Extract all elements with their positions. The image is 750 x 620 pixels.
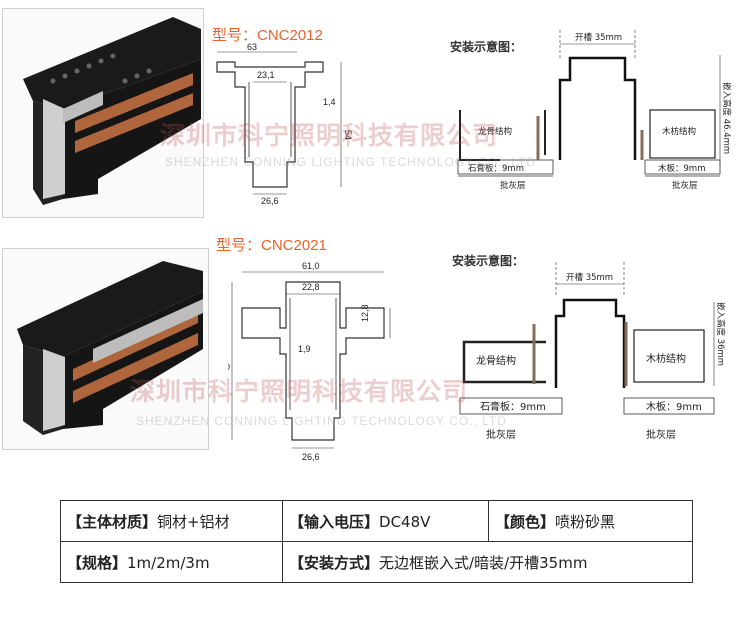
slot-label-2: 开槽 35mm [566,272,613,283]
spec-cell-size: 【规格】1m/2m/3m [60,541,283,583]
install-diagram-1: 开槽 35mm 嵌入高度 46.4mm 龙骨结构 木枋结构 石膏板：9mm 木板… [457,30,732,191]
left-board-label-2: 石膏板：9mm [480,400,546,413]
right-layer-label-1: 批灰层 [672,180,698,191]
spec-val-size: 1m/2m/3m [127,553,210,572]
spec-val-material: 铜材+铝材 [157,512,230,531]
track-rail-image-1 [23,17,201,205]
spec-cell-color: 【颜色】喷粉砂黑 [488,500,693,542]
diagram-title-1: 安装示意图： [450,40,523,54]
profile-drawing-2: 61,0 22,8 50 12,8 1,9 26,6 [228,261,391,462]
watermark-en-2: SHENZHEN CONNING LIGHTING TECHNOLOGY CO.… [136,414,508,428]
dim-wall-2: 1,9 [298,344,311,354]
right-board-label-2: 木板：9mm [646,400,702,413]
dim-top-gap-1: 23,1 [257,70,275,80]
spec-key-voltage: 【输入电压】 [289,512,380,531]
left-layer-label-1: 批灰层 [500,180,526,191]
dim-height-2: 50 [228,362,230,372]
right-struct-label-2: 木枋结构 [646,352,686,365]
product-photo-2 [2,248,209,450]
spec-row-2: 【规格】1m/2m/3m 【安装方式】无边框嵌入式/暗装/开槽35mm [60,541,693,583]
dim-wall-1: 1,4 [323,97,336,107]
spec-cell-voltage: 【输入电压】DC48V [282,500,489,542]
dim-flange-2: 12,8 [360,304,370,322]
model-label-2: 型号：CNC2021 [216,237,327,254]
diagram-title-2: 安装示意图： [452,254,525,268]
spec-val-voltage: DC48V [379,512,431,531]
spec-cell-material: 【主体材质】铜材+铝材 [60,500,283,542]
spec-row-1: 【主体材质】铜材+铝材 【输入电压】DC48V 【颜色】喷粉砂黑 [60,500,693,542]
depth-label-1: 嵌入高度 46.4mm [721,82,732,154]
spec-key-material: 【主体材质】 [67,512,158,531]
spec-cell-install: 【安装方式】无边框嵌入式/暗装/开槽35mm [282,541,693,583]
left-struct-label-1: 龙骨结构 [478,126,512,137]
slot-label-1: 开槽 35mm [575,32,622,43]
dim-bottom-1: 26,6 [261,196,279,206]
spec-key-install: 【安装方式】 [289,553,380,572]
right-layer-label-2: 批灰层 [646,428,676,441]
left-board-label-1: 石膏板：9mm [468,163,524,174]
dim-width-2: 61,0 [302,261,320,271]
dim-height-1: 54 [343,130,353,140]
depth-label-2: 嵌入高度 36mm [715,302,726,366]
spec-key-color: 【颜色】 [495,512,556,531]
profile-drawing-1: 63 23,1 1,4 54 26,6 [216,42,353,206]
spec-table: 【主体材质】铜材+铝材 【输入电压】DC48V 【颜色】喷粉砂黑 【规格】1m/… [60,500,693,583]
watermark-cn-2: 深圳市科宁照明科技有限公司 [130,377,469,406]
spec-val-color: 喷粉砂黑 [555,512,616,531]
left-struct-label-2: 龙骨结构 [476,354,516,367]
watermark-cn-1: 深圳市科宁照明科技有限公司 [160,121,499,150]
product-photo-1 [2,8,204,218]
model-label-1: 型号：CNC2012 [212,27,323,44]
dim-top-gap-2: 22,8 [302,282,320,292]
watermark-en-1: SHENZHEN CONNING LIGHTING TECHNOLOGY CO.… [165,155,537,169]
right-board-label-1: 木板：9mm [658,163,705,174]
spec-val-install: 无边框嵌入式/暗装/开槽35mm [379,553,588,572]
install-diagram-2: 开槽 35mm 嵌入高度 36mm 龙骨结构 木枋结构 石膏板：9mm 木板：9… [459,262,726,441]
dim-width-1: 63 [247,42,257,52]
dim-bottom-2: 26,6 [302,452,320,462]
spec-key-size: 【规格】 [67,553,128,572]
right-struct-label-1: 木枋结构 [662,126,696,137]
left-layer-label-2: 批灰层 [486,428,516,441]
track-rail-image-2 [17,261,203,435]
